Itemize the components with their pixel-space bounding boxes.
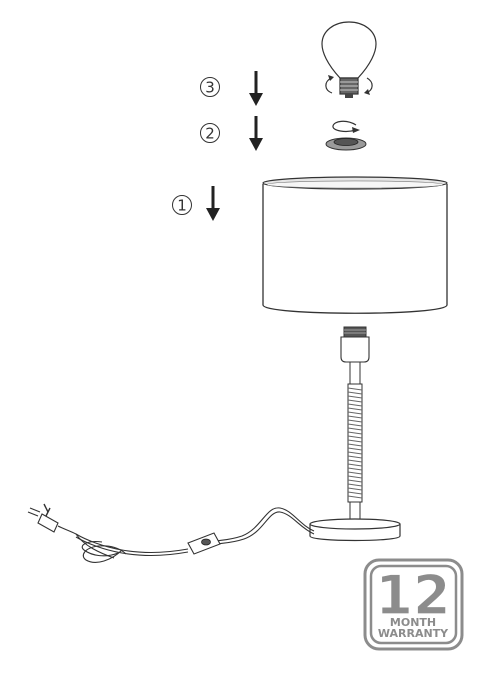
- warranty-badge: 12 MONTH WARRANTY: [363, 558, 464, 651]
- arrow-down-icon: [206, 186, 220, 221]
- coil-ridge: [347, 395, 363, 399]
- coil-ridge: [347, 491, 363, 495]
- gooseneck-stem: [347, 383, 363, 525]
- coil-ridge: [347, 419, 363, 423]
- step-1-circle: [172, 195, 192, 215]
- arrow-down-icon: [249, 71, 263, 106]
- power-plug: [27, 503, 59, 533]
- step-3-indicator: 3: [200, 71, 263, 106]
- coil-ridge: [347, 495, 363, 499]
- inline-switch: [187, 532, 221, 555]
- warranty-label: WARRANTY: [378, 627, 449, 640]
- coil-ridge: [347, 411, 363, 415]
- coil-ridge: [347, 427, 363, 431]
- coil-ridge: [347, 415, 363, 419]
- warranty-month-label: MONTH: [390, 616, 436, 629]
- coil-ridge: [347, 487, 363, 491]
- coil-ridge: [347, 455, 363, 459]
- step-2-indicator: 2: [200, 116, 263, 151]
- coil-ridge: [347, 459, 363, 463]
- coil-ridge: [347, 447, 363, 451]
- coil-ridge: [347, 475, 363, 479]
- coil-ridge: [347, 431, 363, 435]
- lamp-socket: [340, 326, 370, 385]
- coil-ridge: [347, 439, 363, 443]
- coil-ridge: [347, 435, 363, 439]
- power-cord: [57, 507, 315, 563]
- rotate-arrow-icon: [325, 77, 333, 94]
- arrow-down-icon: [249, 116, 263, 151]
- coil-ridge: [347, 443, 363, 447]
- light-bulb: [321, 21, 377, 98]
- coil-ridge: [347, 479, 363, 483]
- coil-ridge: [347, 407, 363, 411]
- coil-ridge: [347, 387, 363, 391]
- lampshade-body: [262, 184, 448, 314]
- coil-ridge: [347, 463, 363, 467]
- step-3-number: 3: [205, 79, 215, 97]
- step-3-circle: [200, 77, 220, 97]
- coil-ridge: [347, 391, 363, 395]
- coil-ridge: [347, 399, 363, 403]
- lampshade: [262, 176, 448, 314]
- step-1-indicator: 1: [172, 186, 220, 221]
- coil-ridge: [347, 467, 363, 471]
- lamp-base: [309, 518, 401, 542]
- coil-ridge: [347, 471, 363, 475]
- step-2-circle: [200, 123, 220, 143]
- coil-ridge: [347, 451, 363, 455]
- coil-ridge: [347, 403, 363, 407]
- step-1-number: 1: [177, 197, 187, 215]
- warranty-number: 12: [375, 564, 450, 627]
- step-2-number: 2: [205, 125, 215, 143]
- coil-ridge: [347, 483, 363, 487]
- coil-ridge: [347, 423, 363, 427]
- rotate-arrow-icon: [332, 120, 357, 132]
- bulb-glass: [321, 21, 377, 79]
- shade-ring: [325, 120, 367, 151]
